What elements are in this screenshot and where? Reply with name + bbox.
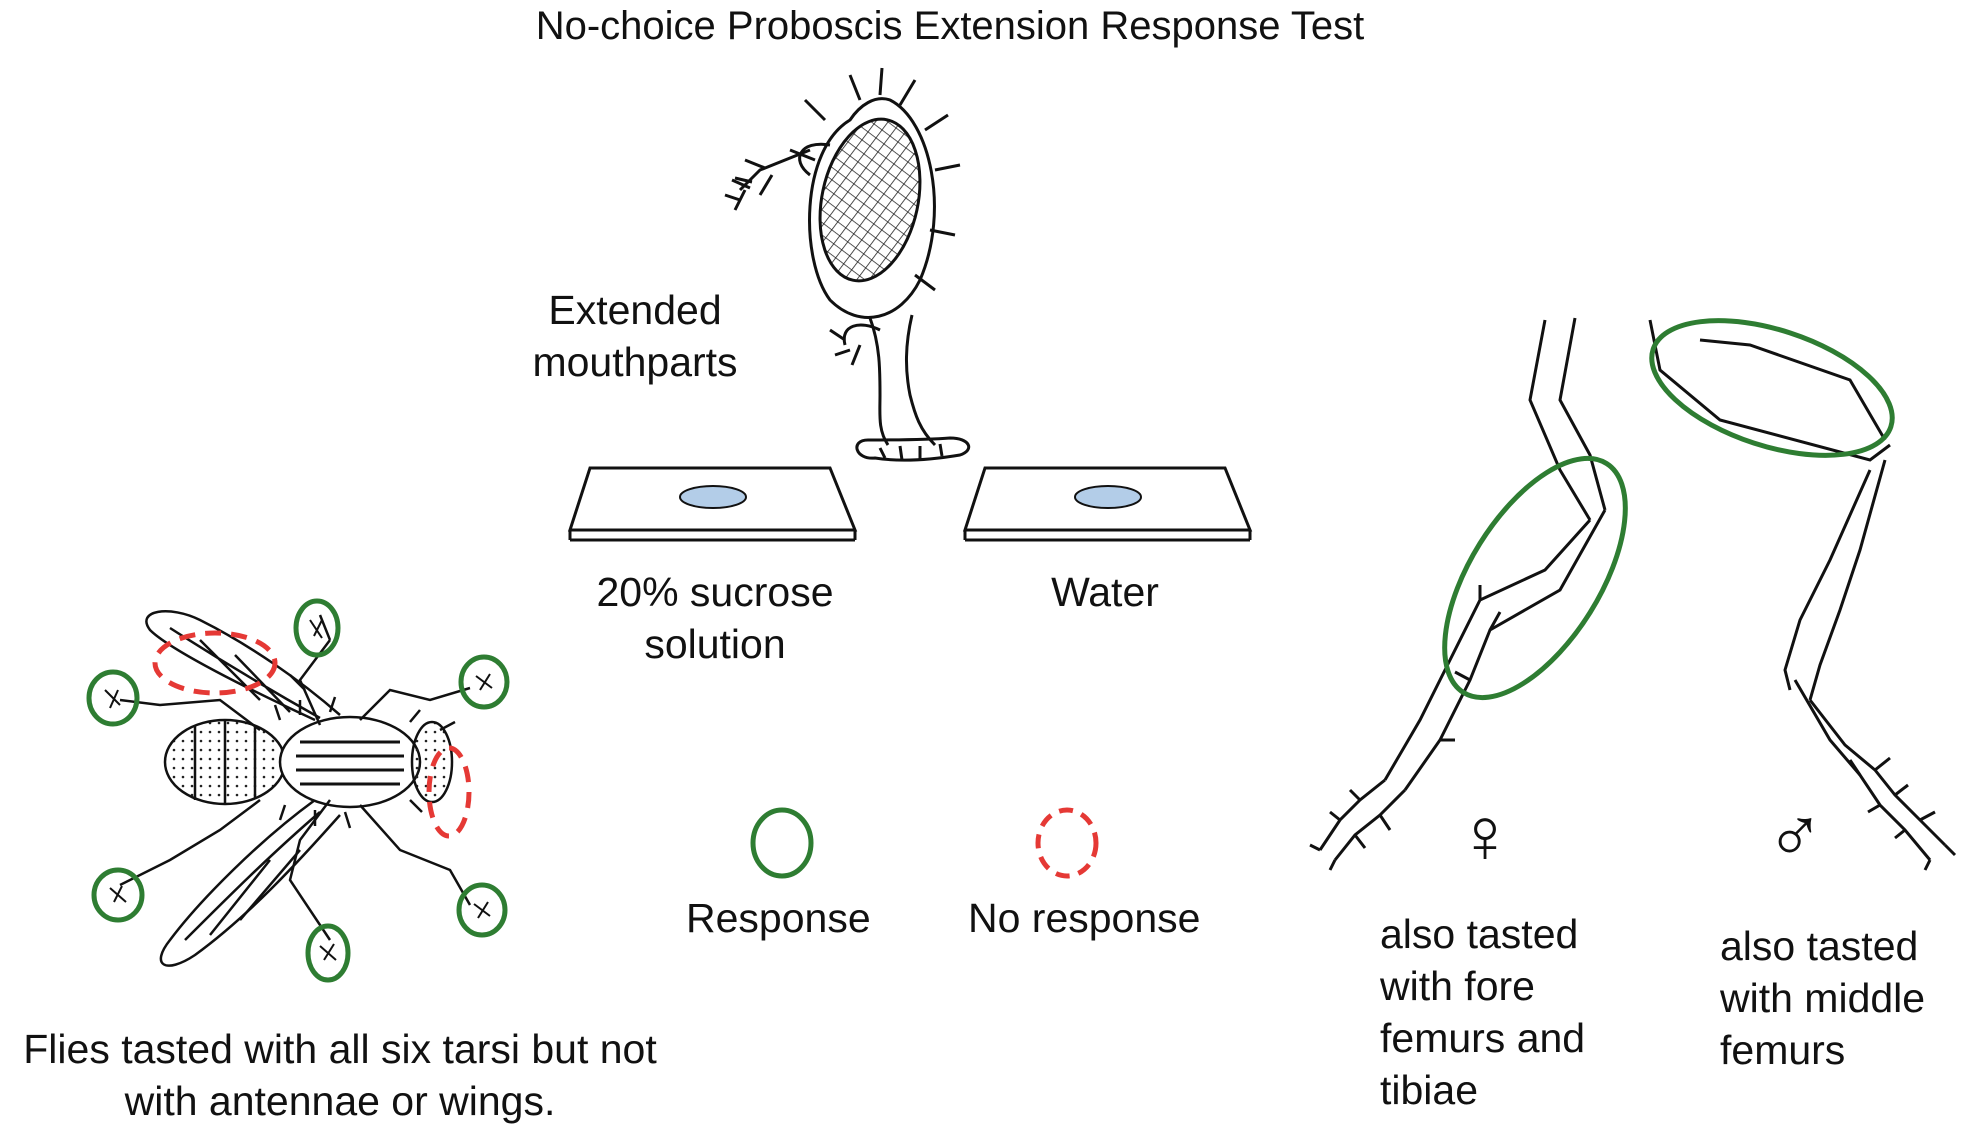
male-caption-line-2: with middle (1720, 975, 1926, 1021)
whole-fly-caption-line-1: Flies tasted with all six tarsi but not (23, 1026, 657, 1072)
female-leg-illustration (1309, 317, 1607, 871)
extended-mouthparts-line-1: Extended (548, 287, 722, 333)
female-caption-line-2: with fore (1380, 963, 1535, 1009)
no-response-legend-icon (1035, 807, 1099, 879)
male-caption: also tasted with middle femurs (1720, 920, 1980, 1076)
tarsus-marker-1 (86, 669, 140, 727)
antenna-no-response-marker (426, 745, 472, 839)
sucrose-label-line-1: 20% sucrose (596, 569, 834, 615)
water-droplet (1074, 485, 1142, 509)
extended-mouthparts-line-2: mouthparts (532, 339, 738, 385)
female-caption: also tasted with fore femurs and tibiae (1380, 908, 1640, 1116)
sucrose-label-line-2: solution (644, 621, 786, 667)
whole-fly-caption: Flies tasted with all six tarsi but not … (0, 1023, 680, 1127)
no-response-legend-label: No response (968, 895, 1201, 941)
male-symbol: ♂ (1765, 791, 1825, 879)
tarsus-marker-5 (456, 882, 508, 938)
female-caption-line-3: femurs and (1380, 1015, 1586, 1061)
male-caption-line-3: femurs (1720, 1027, 1846, 1073)
fly-head-illustration (724, 67, 971, 462)
fly-thorax (278, 715, 422, 809)
tarsus-marker-3 (458, 654, 510, 710)
tarsus-tips (104, 619, 493, 961)
sucrose-slide (567, 466, 858, 542)
diagram-title: No-choice Proboscis Extension Response T… (535, 4, 1365, 48)
male-leg-illustration (1648, 319, 1957, 871)
whole-fly-illustration (119, 610, 472, 967)
wing-no-response-marker (152, 630, 278, 696)
no-response-markers (152, 630, 472, 839)
female-caption-line-1: also tasted (1380, 911, 1579, 957)
whole-fly-caption-line-2: with antennae or wings. (124, 1078, 556, 1124)
response-legend-label: Response (686, 895, 871, 941)
response-legend-icon (750, 807, 814, 879)
water-slide (962, 466, 1253, 542)
tarsus-marker-6 (305, 923, 351, 983)
sucrose-droplet (679, 485, 747, 509)
fly-wing-upper (145, 610, 341, 722)
female-femur-tibia-response-marker (1442, 455, 1628, 701)
tarsus-marker-4 (91, 867, 145, 923)
extended-mouthparts-label: Extended mouthparts (500, 284, 770, 388)
tarsus-marker-2 (293, 598, 341, 658)
sucrose-solution-label: 20% sucrose solution (560, 566, 870, 670)
tarsus-response-markers (86, 598, 510, 983)
female-caption-line-4: tibiae (1380, 1067, 1479, 1113)
water-label: Water (1051, 569, 1159, 615)
fly-wing-lower (159, 798, 341, 967)
male-femur-response-marker (1649, 318, 1895, 458)
compound-eye (818, 117, 922, 283)
male-caption-line-1: also tasted (1720, 923, 1919, 969)
female-symbol: ♀ (1455, 791, 1515, 879)
